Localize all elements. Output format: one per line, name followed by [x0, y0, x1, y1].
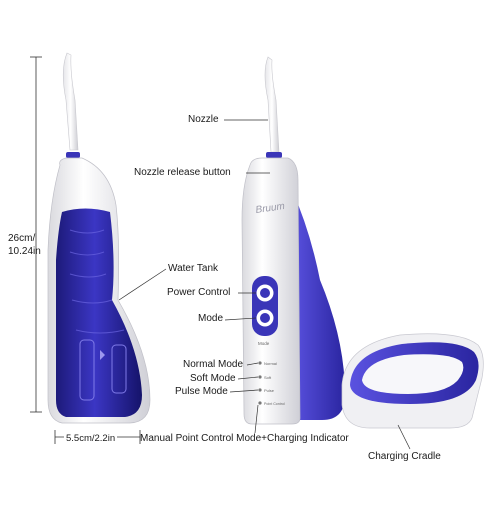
front-side-panel [292, 190, 345, 420]
side-nozzle [62, 52, 79, 151]
side-water-tank [56, 208, 142, 417]
svg-text:Soft: Soft [264, 375, 272, 380]
mode-indicators: Normal Soft Pulse Point Control [258, 361, 285, 406]
side-nozzle-ring [66, 152, 80, 158]
width-dimension-label: 5.5cm/2.2in [64, 433, 118, 445]
mode-label: Mode [198, 313, 224, 324]
power-control-label: Power Control [167, 287, 231, 298]
nozzle-label: Nozzle [188, 114, 219, 125]
nozzle-release-label: Nozzle release button [134, 167, 231, 178]
svg-text:Normal: Normal [264, 361, 277, 366]
height-dimension [30, 56, 42, 413]
charging-cradle-label: Charging Cradle [368, 451, 441, 462]
front-nozzle-ring [266, 152, 282, 158]
front-view-device: Bruum Mode Normal Soft Pulse Point Contr… [241, 56, 345, 425]
leader-lines [118, 119, 411, 450]
manual-mode-label: Manual Point Control Mode+Charging Indic… [140, 433, 349, 444]
normal-mode-label: Normal Mode [183, 359, 244, 370]
svg-text:Pulse: Pulse [264, 388, 275, 393]
svg-text:Point Control: Point Control [264, 402, 285, 406]
cradle-well [362, 354, 464, 394]
pulse-mode-label: Pulse Mode [175, 386, 228, 397]
height-dimension-label-line1: 26cm/ [8, 233, 36, 244]
water-tank-label: Water Tank [168, 263, 219, 274]
mode-button-text: Mode [258, 341, 270, 346]
front-nozzle [264, 56, 280, 153]
charging-cradle-graphic [341, 333, 484, 429]
height-dimension-label-line2: 10.24in [8, 246, 41, 257]
brand-text: Bruum [255, 201, 286, 216]
side-view-device [47, 52, 151, 424]
soft-mode-label: Soft Mode [190, 373, 236, 384]
